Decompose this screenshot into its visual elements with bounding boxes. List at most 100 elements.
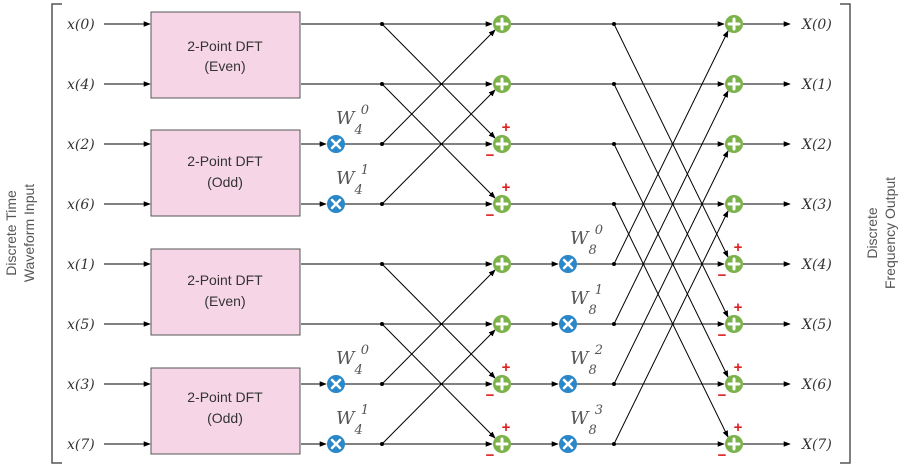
input-label: x(7) [67, 437, 95, 453]
adder-node [493, 435, 511, 453]
plus-sign: + [734, 419, 743, 436]
adder-node [493, 255, 511, 273]
adder-node [725, 135, 743, 153]
dft-block: 2-Point DFT (Even) [150, 248, 301, 336]
nodes: +−+−+−+−+−+−+−+− [327, 15, 743, 464]
twiddle-label: W81 [570, 283, 603, 318]
output-label: X(4) [801, 257, 832, 273]
dft-block-title: 2-Point DFT [187, 272, 263, 288]
dft-block-subtitle: (Even) [204, 293, 245, 309]
wire [381, 23, 496, 139]
adder-node [493, 75, 511, 93]
dft-block-title: 2-Point DFT [187, 38, 263, 54]
output-label: X(7) [801, 437, 832, 453]
dft-block-title: 2-Point DFT [187, 153, 263, 169]
wire [381, 323, 496, 439]
twiddle-label: W83 [570, 403, 603, 438]
adder-node [725, 75, 743, 93]
wire [381, 83, 496, 199]
adder-node [725, 375, 743, 393]
output-label: X(0) [801, 17, 832, 33]
minus-sign: − [486, 447, 495, 464]
input-bracket [51, 3, 62, 464]
adder-node [493, 135, 511, 153]
minus-sign: − [486, 207, 495, 224]
twiddle-label: W82 [570, 343, 603, 378]
twiddle-labels-stage1: W40 W41 W40 W41 [336, 103, 369, 438]
wire [381, 29, 496, 145]
dft-block-title: 2-Point DFT [187, 389, 263, 405]
input-label: x(6) [67, 197, 95, 213]
wire [613, 210, 729, 445]
multiplier-node [327, 195, 345, 213]
input-side-label-line1: Discrete Time [3, 190, 19, 276]
output-labels: X(0) X(1) X(2) X(3) X(4) X(5) X(6) X(7) [801, 17, 832, 453]
adder-node [725, 435, 743, 453]
twiddle-label: W80 [570, 223, 603, 258]
input-label: x(3) [67, 377, 95, 393]
adder-node [493, 375, 511, 393]
multiplier-node [327, 135, 345, 153]
multiplier-node [559, 375, 577, 393]
output-label: X(6) [801, 377, 832, 393]
input-side-label-line2: Waveform Input [21, 184, 37, 282]
adder-node [725, 195, 743, 213]
input-label: x(5) [67, 317, 95, 333]
multiplier-node [559, 435, 577, 453]
wire [381, 263, 496, 379]
plus-sign: + [502, 119, 511, 136]
plus-sign: + [502, 359, 511, 376]
twiddle-label: W40 [336, 103, 369, 138]
dft-block: 2-Point DFT (Odd) [150, 367, 301, 455]
wire [381, 329, 496, 445]
input-label: x(0) [67, 17, 95, 33]
adder-node [493, 15, 511, 33]
output-side-label-line1: Discrete [864, 207, 880, 259]
twiddle-labels-stage2: W80 W81 W82 W83 [570, 223, 603, 438]
twiddle-label: W41 [336, 163, 369, 198]
output-side-label-line2: Frequency Output [882, 177, 898, 289]
adder-node [725, 255, 743, 273]
dft-block: 2-Point DFT (Odd) [150, 129, 301, 217]
adder-node [725, 15, 743, 33]
wire [613, 143, 729, 378]
wire [613, 203, 729, 438]
dft-block: 2-Point DFT (Even) [150, 11, 301, 99]
multiplier-node [327, 375, 345, 393]
minus-sign: − [718, 387, 727, 404]
input-label: x(4) [67, 77, 95, 93]
wires [104, 21, 791, 447]
dft-block-subtitle: (Odd) [207, 174, 243, 190]
minus-sign: − [486, 387, 495, 404]
output-label: X(3) [801, 197, 832, 213]
wire [381, 269, 496, 385]
minus-sign: − [718, 447, 727, 464]
multiplier-node [559, 315, 577, 333]
output-label: X(1) [801, 77, 832, 93]
wire [613, 150, 729, 385]
minus-sign: − [718, 267, 727, 284]
plus-sign: + [502, 179, 511, 196]
twiddle-label: W40 [336, 343, 369, 378]
input-labels: x(0) x(4) x(2) x(6) x(1) x(5) x(3) x(7) [67, 17, 95, 453]
multiplier-node [327, 435, 345, 453]
wire [613, 83, 729, 318]
output-label: X(5) [801, 317, 832, 333]
dft-block-subtitle: (Even) [204, 58, 245, 74]
plus-sign: + [502, 419, 511, 436]
plus-sign: + [734, 359, 743, 376]
wire [613, 23, 729, 258]
minus-sign: − [486, 147, 495, 164]
minus-sign: − [718, 327, 727, 344]
multiplier-node [559, 255, 577, 273]
adder-node [725, 315, 743, 333]
adder-node [493, 195, 511, 213]
dft-block-subtitle: (Odd) [207, 410, 243, 426]
plus-sign: + [734, 299, 743, 316]
adder-node [493, 315, 511, 333]
input-label: x(1) [67, 257, 95, 273]
output-label: X(2) [801, 137, 832, 153]
wire [381, 89, 496, 205]
wire [613, 30, 729, 265]
